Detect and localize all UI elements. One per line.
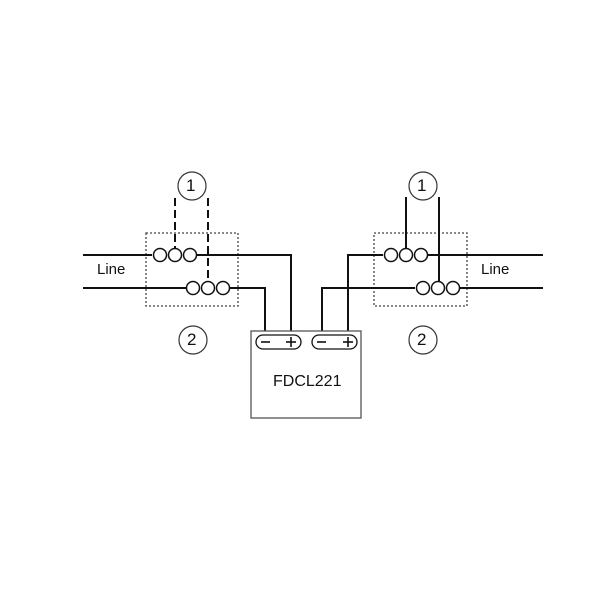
device-terminal-left (255, 334, 302, 350)
right-junction-box (373, 232, 468, 307)
left-callout-2-circle (178, 325, 208, 355)
left-callout-2: 2 (187, 330, 197, 349)
right-callout-1-circle (408, 171, 438, 201)
right-line-label: Line (481, 261, 510, 278)
left-junction-box (145, 232, 239, 307)
right-wires (321, 197, 543, 331)
right-terminals-top (383, 247, 429, 263)
left-terminals-top (152, 247, 198, 263)
left-dashed-wires (174, 198, 209, 282)
device-label: FDCL221 (273, 373, 342, 390)
right-callout-2-circle (408, 325, 438, 355)
device-terminal-right (311, 334, 358, 350)
left-callout-1: 1 (186, 176, 196, 195)
right-terminals-bottom (415, 280, 461, 296)
terminal-signs (261, 337, 353, 347)
left-line-label: Line (97, 261, 126, 278)
left-terminals-bottom (185, 280, 231, 296)
left-callout-1-circle (177, 171, 207, 201)
right-callout-1: 1 (417, 176, 427, 195)
right-callout-2: 2 (417, 330, 427, 349)
left-wires (83, 254, 292, 331)
